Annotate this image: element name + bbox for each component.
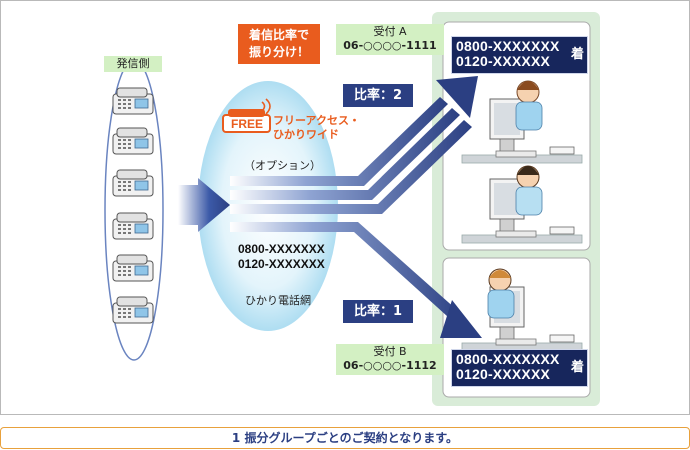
service-name-line-1: フリーアクセス・ [273,114,361,127]
reception-b-number-box: 0800-XXXXXXX 0120-XXXXXX 着 [451,349,588,387]
caller-phone-icon [112,87,154,115]
reception-a-incoming-mark: 着 [570,46,584,61]
network-name: ひかり電話網 [245,294,311,307]
reception-a-number-2: 0120-XXXXXX [456,53,551,69]
callout-line-2: 振り分け！ [248,45,309,59]
reception-a-tag: 受付 A 06-○○○○-1111 [336,24,444,55]
free-badge-text: FREE [230,117,263,131]
reception-a-phone: 06-○○○○-1111 [343,39,437,52]
reception-b-number-1: 0800-XXXXXXX [456,351,560,367]
service-name-line-2: ひかりワイド [273,128,339,141]
operator-b-illustration [461,268,583,352]
reception-a-title: 受付 A [373,25,407,38]
reception-b-tag: 受付 B 06-○○○○-1112 [336,344,444,375]
operator-a1-illustration [461,80,583,164]
diagram-canvas [104,12,600,406]
caller-phone-icon [112,296,154,324]
network-number-1: 0800-XXXXXXX [238,242,325,256]
route-arrow-to-a [230,76,478,214]
service-option-label: （オプション） [244,159,321,172]
ratio-top-label: 比率：2 [343,84,413,107]
incoming-arrow [178,178,230,232]
callout-line-1: 着信比率で [248,28,309,42]
caller-phone-icon [112,127,154,155]
origin-label: 発信側 [104,56,162,72]
operator-a2-illustration [461,165,583,244]
free-access-logo [222,98,271,133]
reception-b-title: 受付 B [373,345,407,358]
network-number-2: 0120-XXXXXXX [238,257,325,271]
route-arrow-to-b [230,222,482,338]
reception-a-number-1: 0800-XXXXXXX [456,38,560,54]
caller-phone-icon [112,169,154,197]
reception-b-number-2: 0120-XXXXXX [456,366,551,382]
ratio-bottom-label: 比率：1 [343,300,413,323]
contract-note: 1 振分グループごとのご契約となります。 [0,427,690,449]
reception-b-phone: 06-○○○○-1112 [343,359,437,372]
caller-phone-icon [112,212,154,240]
reception-a-number-box: 0800-XXXXXXX 0120-XXXXXX 着 [451,36,588,74]
caller-phone-icon [112,254,154,282]
reception-b-incoming-mark: 着 [570,359,584,374]
distribution-callout: 着信比率で 振り分け！ [238,24,320,64]
